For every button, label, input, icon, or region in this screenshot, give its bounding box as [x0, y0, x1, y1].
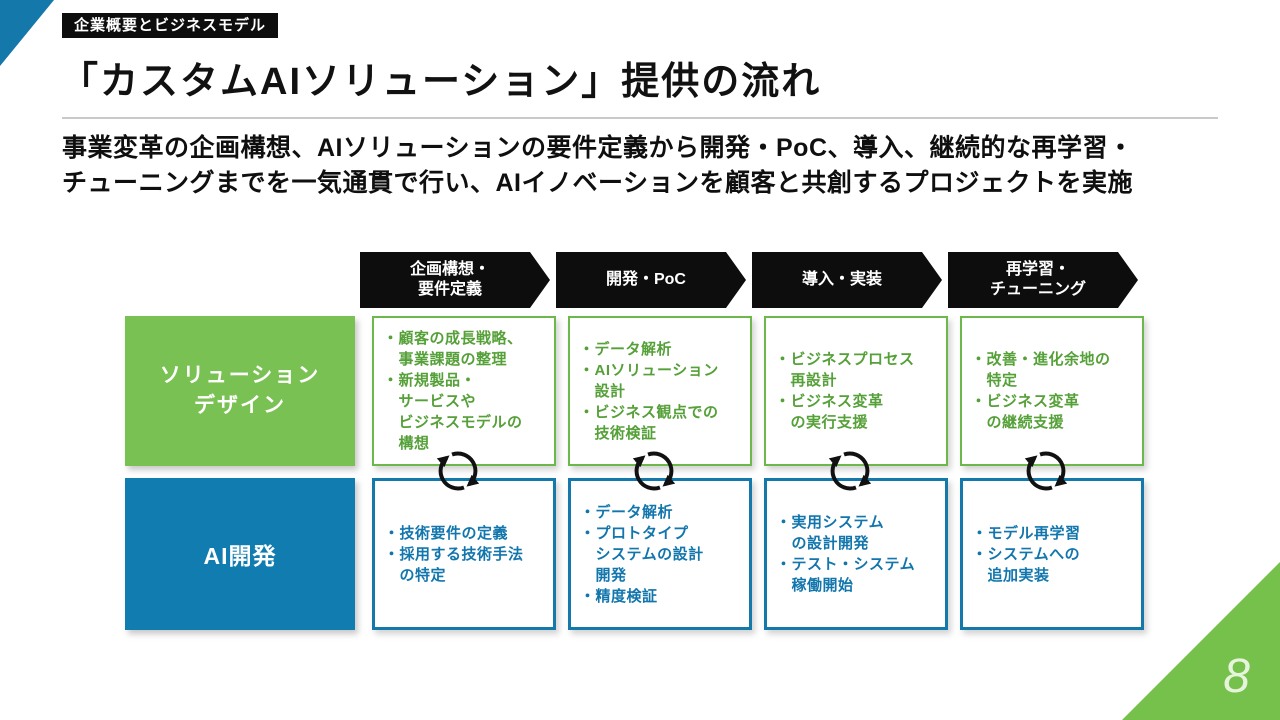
bullet-item: ・ビジネスプロセス 再設計: [775, 349, 942, 391]
stage-arrow: 再学習・ チューニング: [948, 252, 1138, 308]
bullet-text: ビジネス変革 の実行支援: [790, 393, 884, 431]
bullet-item: ・ビジネス変革 の実行支援: [775, 391, 942, 433]
bullet-marker: ・: [383, 372, 399, 389]
bullet-text: 新規製品・ サービスや ビジネスモデルの 構想: [398, 372, 523, 452]
bullet-item: ・顧客の成長戦略、 事業課題の整理: [383, 328, 550, 370]
bullet-text: 実用システム の設計開発: [791, 514, 885, 552]
ai-development-cell: ・技術要件の定義・採用する技術手法 の特定: [372, 478, 556, 630]
bullet-marker: ・: [579, 340, 595, 358]
bullet-text: データ解析: [595, 503, 674, 521]
bullet-text: プロトタイプ システムの設計 開発: [595, 524, 704, 584]
page-title: 「カスタムAIソリューション」提供の流れ: [60, 61, 822, 103]
bullet-item: ・ビジネス観点での 技術検証: [579, 402, 746, 444]
ai-development-cell: ・モデル再学習・システムへの 追加実装: [960, 478, 1144, 630]
bullet-item: ・ビジネス変革 の継続支援: [971, 391, 1138, 433]
lead-paragraph: 事業変革の企画構想、AIソリューションの要件定義から開発・PoC、導入、継続的な…: [62, 131, 1134, 201]
solution-design-cell: ・改善・進化余地の 特定・ビジネス変革 の継続支援: [960, 316, 1144, 466]
bullet-marker: ・: [580, 587, 596, 605]
page-number: 8: [1223, 650, 1250, 703]
solution-design-cell: ・データ解析・AIソリューション 設計・ビジネス観点での 技術検証: [568, 316, 752, 466]
stage-header-row: 企画構想・ 要件定義 開発・PoC 導入・実装 再学習・ チューニング: [360, 252, 1144, 308]
bullet-marker: ・: [971, 393, 987, 410]
stage-arrow-label: 企画構想・ 要件定義: [409, 261, 490, 298]
bullet-text: 技術要件の定義: [399, 524, 509, 542]
title-divider: [62, 117, 1218, 119]
bullet-item: ・技術要件の定義: [384, 523, 549, 544]
bullet-text: AIソリューション 設計: [594, 361, 719, 400]
bullet-text: ビジネスプロセス 再設計: [790, 351, 915, 389]
bullet-text: 精度検証: [595, 587, 658, 605]
bullet-text: テスト・システム 稼働開始: [791, 556, 916, 594]
bullet-item: ・モデル再学習: [972, 523, 1137, 544]
circular-arrows-icon: [1024, 451, 1068, 491]
bullet-text: モデル再学習: [987, 524, 1081, 542]
row-solution-design: ソリューション デザイン ・顧客の成長戦略、 事業課題の整理・新規製品・ サービ…: [125, 316, 1144, 466]
bullet-text: 改善・進化余地の 特定: [986, 351, 1111, 389]
row-ai-development: AI開発 ・技術要件の定義・採用する技術手法 の特定・データ解析・プロトタイプ …: [125, 478, 1144, 630]
bullet-marker: ・: [580, 503, 596, 521]
bullet-item: ・新規製品・ サービスや ビジネスモデルの 構想: [383, 370, 550, 454]
bullet-marker: ・: [776, 514, 792, 531]
ai-development-cell: ・データ解析・プロトタイプ システムの設計 開発・精度検証: [568, 478, 752, 630]
bullet-item: ・データ解析: [580, 502, 745, 523]
cycle-icons-row: [360, 445, 1144, 497]
bullet-item: ・テスト・システム 稼働開始: [776, 554, 941, 596]
lead-line-1: 事業変革の企画構想、AIソリューションの要件定義から開発・PoC、導入、継続的な…: [62, 134, 1134, 162]
bullet-marker: ・: [972, 545, 988, 563]
stage-arrow: 企画構想・ 要件定義: [360, 252, 550, 308]
bullet-marker: ・: [776, 556, 792, 573]
circular-arrows-icon: [828, 451, 872, 491]
section-badge: 企業概要とビジネスモデル: [62, 13, 279, 38]
cycle-wrap: [360, 445, 556, 497]
row-label-solution-design: ソリューション デザイン: [125, 316, 355, 466]
stage-arrow-label: 開発・PoC: [605, 271, 686, 288]
cycle-wrap: [556, 445, 752, 497]
solution-design-cell: ・顧客の成長戦略、 事業課題の整理・新規製品・ サービスや ビジネスモデルの 構…: [372, 316, 556, 466]
stage-arrow: 導入・実装: [752, 252, 942, 308]
bullet-marker: ・: [384, 545, 400, 563]
bullet-marker: ・: [579, 403, 595, 421]
bullet-item: ・採用する技術手法 の特定: [384, 544, 549, 586]
bullet-marker: ・: [972, 524, 988, 542]
corner-triangle-bottom-right: [1122, 562, 1280, 720]
bullet-item: ・AIソリューション 設計: [579, 360, 746, 402]
bullet-marker: ・: [775, 393, 791, 410]
cycle-wrap: [752, 445, 948, 497]
bullet-item: ・実用システム の設計開発: [776, 512, 941, 554]
bullet-marker: ・: [383, 330, 399, 347]
lead-line-2: チューニングまでを一気通貫で行い、AIイノベーションを顧客と共創するプロジェクト…: [62, 169, 1134, 197]
bullet-text: ビジネス変革 の継続支援: [986, 393, 1080, 431]
cycle-wrap: [948, 445, 1144, 497]
bullet-text: データ解析: [594, 340, 673, 358]
ai-development-cell: ・実用システム の設計開発・テスト・システム 稼働開始: [764, 478, 948, 630]
bullet-item: ・改善・進化余地の 特定: [971, 349, 1138, 391]
row-label-ai-development: AI開発: [125, 478, 355, 630]
bullet-text: 顧客の成長戦略、 事業課題の整理: [398, 330, 523, 368]
bullet-text: 採用する技術手法 の特定: [399, 545, 524, 584]
bullet-text: ビジネス観点での 技術検証: [594, 403, 719, 442]
solution-design-cell: ・ビジネスプロセス 再設計・ビジネス変革 の実行支援: [764, 316, 948, 466]
circular-arrows-icon: [632, 451, 676, 491]
corner-triangle-top-left: [0, 0, 54, 66]
stage-arrow: 開発・PoC: [556, 252, 746, 308]
stage-arrow-label: 導入・実装: [801, 271, 882, 288]
bullet-item: ・データ解析: [579, 339, 746, 360]
bullet-marker: ・: [971, 351, 987, 368]
bullet-marker: ・: [579, 361, 595, 379]
bullet-item: ・プロトタイプ システムの設計 開発: [580, 523, 745, 586]
circular-arrows-icon: [436, 451, 480, 491]
bullet-item: ・精度検証: [580, 586, 745, 607]
stage-arrow-label: 再学習・ チューニング: [989, 261, 1086, 298]
bullet-item: ・システムへの 追加実装: [972, 544, 1137, 586]
bullet-marker: ・: [384, 524, 400, 542]
bullet-marker: ・: [775, 351, 791, 368]
bullet-text: システムへの 追加実装: [987, 545, 1081, 584]
bullet-marker: ・: [580, 524, 596, 542]
